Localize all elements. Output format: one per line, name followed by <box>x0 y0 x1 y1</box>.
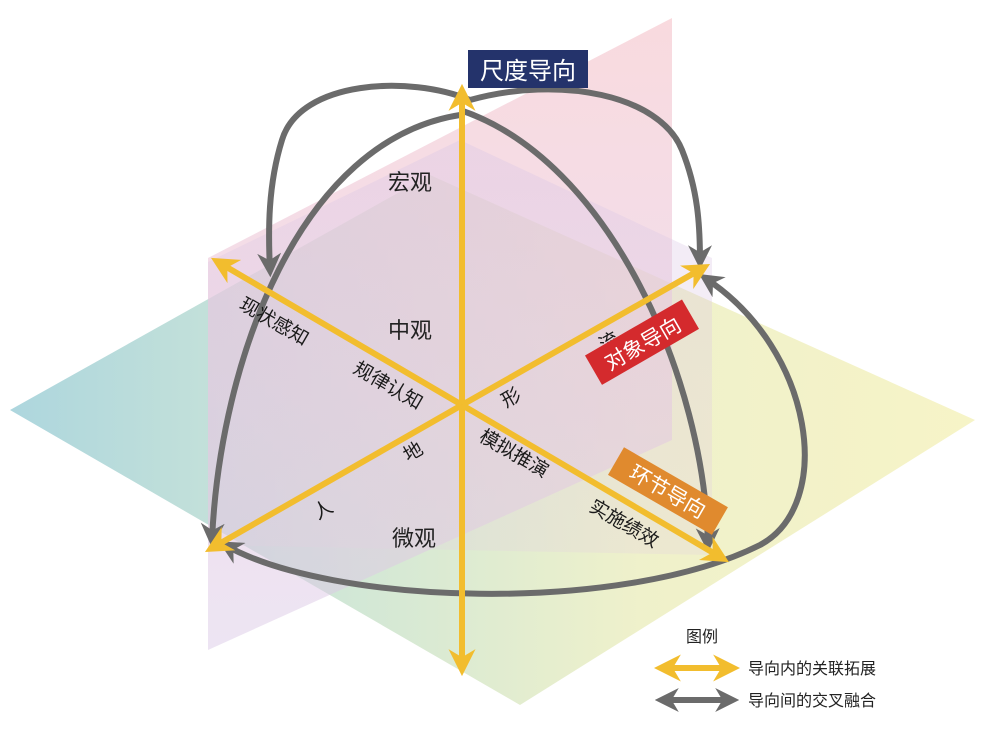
micro-label: 微观 <box>392 527 436 552</box>
top-arc-left <box>257 82 472 278</box>
right-up-axis-arrow <box>460 263 711 408</box>
legend-inner-text: 导向内的关联拓展 <box>748 659 876 678</box>
title-text: 尺度导向 <box>480 57 576 85</box>
macro-label: 宏观 <box>388 171 432 196</box>
legend-cross-text: 导向间的交叉融合 <box>748 691 876 710</box>
bottom-ring-arc <box>218 274 808 597</box>
left-down-axis-arrow <box>204 402 464 553</box>
right-down-axis-arrow <box>460 402 729 563</box>
meso-label: 中观 <box>388 319 432 344</box>
top-arc-right <box>469 86 712 270</box>
title-box <box>468 50 588 88</box>
legend-title: 图例 <box>686 627 718 646</box>
left-up-axis-arrow <box>211 257 464 408</box>
